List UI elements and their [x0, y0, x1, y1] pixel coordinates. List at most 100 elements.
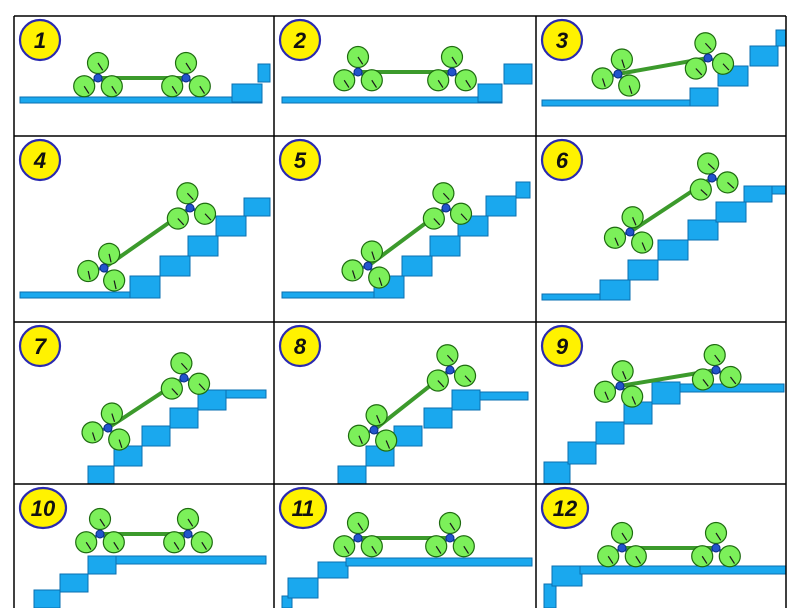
- wheel-spoke: [607, 555, 614, 564]
- wheel-spoke: [371, 251, 376, 261]
- stair-step: [33, 589, 61, 608]
- cluster-hub: [183, 529, 193, 539]
- step-number-badge: 7: [18, 324, 62, 368]
- wheel-0: [703, 343, 726, 367]
- stair-step: [657, 239, 689, 261]
- step-number-label: 10: [31, 496, 56, 521]
- wheel-1: [593, 380, 617, 403]
- cluster-hub: [445, 533, 455, 543]
- panel-scene: [541, 29, 786, 107]
- cluster-hub: [711, 543, 721, 553]
- cluster-hub: [441, 203, 451, 213]
- cluster-hub: [711, 365, 721, 375]
- wheel-spoke: [85, 541, 92, 550]
- wheel-rim: [697, 152, 720, 175]
- panel-grid-lines: [13, 15, 787, 608]
- wheel-0: [694, 32, 717, 55]
- wheel-1: [422, 207, 445, 230]
- stair-step: [169, 407, 199, 429]
- step-number-badge: 5: [278, 138, 322, 182]
- cluster-hub: [703, 53, 713, 63]
- wheel-spoke: [433, 218, 441, 226]
- wheel-spoke: [702, 379, 709, 387]
- stair-step: [775, 29, 786, 47]
- step-number-badge: 4: [18, 138, 62, 182]
- stair-step: [515, 181, 531, 199]
- wheel-spoke: [171, 388, 179, 396]
- cluster-hub: [613, 69, 623, 79]
- wheel-0: [610, 521, 634, 545]
- stair-step: [543, 461, 571, 484]
- stair-step: [771, 185, 786, 195]
- step-number-label: 5: [294, 148, 307, 173]
- step-number-badge: 1: [18, 18, 62, 62]
- wheel-1: [333, 535, 356, 558]
- wheel-0: [174, 51, 198, 75]
- badge-oval: [18, 138, 62, 182]
- cluster-hub: [353, 67, 363, 77]
- wheel-cluster-2: [425, 511, 475, 558]
- stair-step: [503, 63, 533, 85]
- stair-step: [115, 555, 267, 565]
- wheel-rim: [108, 428, 131, 451]
- panel-6: 6: [540, 138, 786, 301]
- wheel-2: [624, 545, 647, 568]
- wheel-cluster-1: [341, 240, 391, 289]
- badge-oval: [278, 486, 328, 530]
- wheel-cluster-2: [422, 182, 473, 230]
- panel-10: 10: [18, 486, 267, 608]
- wheel-spoke: [108, 253, 112, 263]
- panel-3: 3: [540, 18, 786, 107]
- wheel-0: [704, 521, 728, 545]
- wheel-spoke: [449, 522, 456, 531]
- wheel-spoke: [87, 270, 91, 280]
- wheel-spoke: [729, 376, 737, 385]
- cluster-hub: [625, 227, 635, 237]
- wheel-cluster-2: [426, 344, 477, 392]
- wheel-2: [454, 69, 477, 92]
- stair-step: [225, 389, 267, 399]
- stair-step: [595, 421, 625, 445]
- stair-step: [287, 577, 319, 599]
- cluster-hub: [615, 381, 625, 391]
- cluster-hub: [617, 543, 627, 553]
- wheel-cluster-1: [603, 206, 654, 254]
- wheel-1: [166, 207, 189, 230]
- panel-scene: [281, 45, 533, 104]
- wheel-spoke: [621, 59, 626, 69]
- wheel-spoke: [604, 391, 609, 401]
- panel-4: 4: [18, 138, 271, 299]
- wheel-0: [610, 48, 633, 71]
- wheel-1: [75, 531, 98, 554]
- wheel-0: [176, 507, 200, 531]
- wheel-2: [188, 75, 211, 98]
- stair-step: [477, 83, 503, 103]
- panel-1: 1: [18, 18, 271, 104]
- wheel-spoke: [343, 79, 350, 88]
- wheel-1: [161, 75, 184, 98]
- panel-scene: [337, 344, 529, 484]
- stair-step: [87, 465, 115, 484]
- wheel-spoke: [177, 218, 185, 226]
- wheel-2: [621, 385, 644, 408]
- wheel-1: [591, 67, 614, 90]
- step-number-label: 2: [293, 28, 307, 53]
- wheel-2: [449, 202, 473, 225]
- wheel-spoke: [113, 280, 117, 290]
- wheel-cluster-1: [597, 521, 647, 568]
- step-number-label: 1: [34, 28, 46, 53]
- stair-step: [281, 595, 293, 608]
- wheel-spoke: [727, 181, 735, 189]
- stair-step: [257, 63, 271, 83]
- wheel-0: [360, 240, 383, 263]
- wheel-spoke: [180, 362, 188, 371]
- wheel-spoke: [464, 375, 472, 383]
- stair-step: [479, 391, 529, 401]
- wheel-spoke: [201, 541, 208, 550]
- step-number-label: 7: [34, 334, 48, 359]
- wheel-spoke: [385, 440, 391, 449]
- wheel-0: [170, 352, 193, 375]
- stair-step: [651, 381, 681, 405]
- wheel-0: [346, 511, 370, 535]
- wheel-cluster-2: [166, 182, 217, 230]
